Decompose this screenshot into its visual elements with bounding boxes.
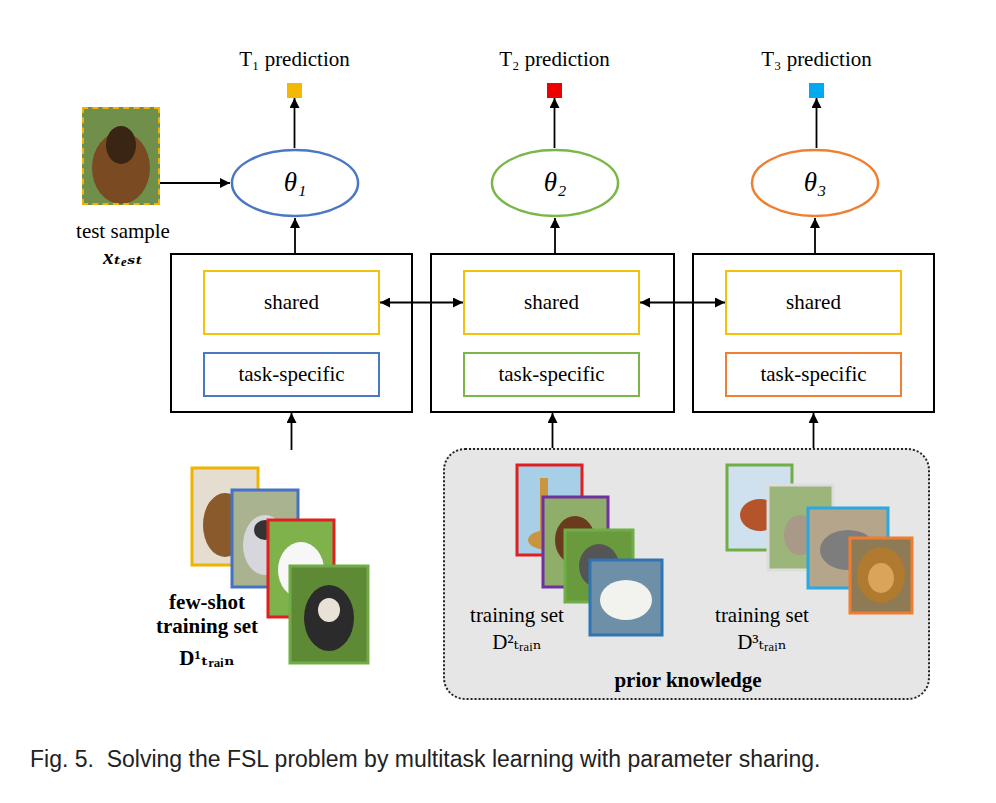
training-set-label: few-shot training set [141,590,273,638]
connector-arrow [554,98,556,148]
prediction-square: T₃ prediction [809,83,824,98]
photo-background [82,107,160,205]
photo-card [290,566,368,663]
shared-box: shared [463,270,640,335]
task-specific-label: task-specific [498,362,604,386]
connector-arrow [294,218,296,253]
connector-arrow [294,98,296,148]
prediction-label: T₂ prediction [499,47,610,71]
task-specific-box: task-specific [203,352,380,397]
test-sample-label: test sample [76,219,170,243]
ellipse-shape [492,150,618,216]
training-set-symbol: D²ₜᵣₐᵢₙ [492,630,542,654]
lion-mane [857,547,905,603]
prediction-square: T₂ prediction [547,83,562,98]
task-model-box: shared task-specific [692,253,935,413]
parameter-ellipse: θ₁ [230,148,360,218]
connector-arrow [816,98,818,148]
dog-face [318,598,340,622]
shared-box: shared [725,270,902,335]
training-set-label: training set [470,603,564,627]
connector-arrow [160,182,230,184]
few-shot-training-set: few-shot training setD¹ₜᵣₐᵢₙ [140,450,370,675]
training-set-symbol: D³ₜᵣₐᵢₙ [737,630,787,654]
shared-label: shared [786,290,841,314]
ellipse-shape [232,150,358,216]
training-set: training setD³ₜᵣₐᵢₙ [702,462,922,662]
prior-knowledge-region: prior knowledgetraining setD²ₜᵣₐᵢₙtraini… [443,448,930,700]
shared-label: shared [524,290,579,314]
connector-arrow [640,302,725,304]
task-model-box: shared task-specific [430,253,675,413]
task-specific-box: task-specific [463,352,640,397]
ellipse-shape [752,150,878,216]
task-model-box: shared task-specific [170,253,413,413]
test-sample-image: test samplexₜₑₛₜ [82,107,160,205]
prior-knowledge-label: prior knowledge [614,668,761,692]
prediction-square: T₁ prediction [287,83,302,98]
polar-bear-figure [600,580,652,620]
connector-arrow [552,413,554,448]
shared-label: shared [264,290,319,314]
training-set-symbol: D¹ₜᵣₐᵢₙ [179,646,234,670]
parameter-symbol: θ₃ [804,167,827,198]
parameter-ellipse: θ₂ [490,148,620,218]
parameter-symbol: θ₂ [544,167,567,198]
connector-arrow [380,302,463,304]
photo-card [590,560,662,635]
connector-arrow [814,218,816,253]
photo-card [850,538,912,613]
lion-face [868,563,894,593]
shared-box: shared [203,270,380,335]
test-sample-symbol: xₜₑₛₜ [103,245,143,269]
parameter-ellipse: θ₃ [750,148,880,218]
connector-arrow [554,218,556,253]
task-specific-label: task-specific [238,362,344,386]
task-specific-label: task-specific [760,362,866,386]
training-set-label: training set [715,603,809,627]
prior-region-fill [443,448,930,700]
connector-arrow [291,413,293,450]
task-specific-box: task-specific [725,352,902,397]
figure-caption: Fig. 5. Solving the FSL problem by multi… [30,746,820,773]
dog-head [106,126,136,164]
training-set: training setD²ₜᵣₐᵢₙ [452,462,667,662]
connector-arrow [813,413,815,448]
parameter-symbol: θ₁ [284,167,307,198]
prediction-label: T₁ prediction [239,47,350,71]
dog-figure [304,585,354,651]
prediction-label: T₃ prediction [761,47,872,71]
